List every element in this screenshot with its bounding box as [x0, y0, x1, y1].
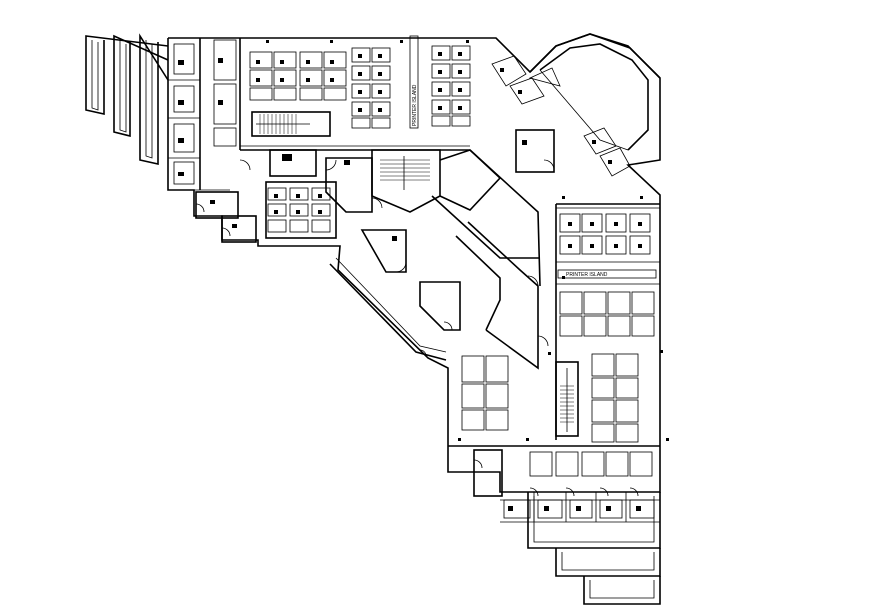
stair-center — [380, 156, 430, 190]
balcony-left — [85, 33, 169, 165]
workstation-cluster-c — [431, 45, 471, 127]
workstation-cluster-g — [591, 353, 639, 443]
workstation-cluster-b — [351, 47, 391, 129]
small-offices-bottom — [503, 499, 655, 519]
structural-columns — [266, 40, 669, 441]
workstation-cluster-h — [461, 355, 509, 431]
printer-island-right: PRINTER ISLAND — [557, 269, 657, 279]
printer-island-top-label: PRINTER ISLAND — [412, 84, 418, 126]
workstation-cluster-e — [559, 213, 651, 255]
balcony-bottom — [527, 492, 661, 605]
door-swings — [195, 159, 639, 497]
workstation-cluster-d — [267, 187, 331, 233]
furniture-marks — [178, 52, 642, 511]
stair-top — [256, 114, 310, 134]
stair-lower — [560, 368, 574, 432]
workstation-cluster-i — [529, 451, 653, 477]
workstation-cluster-f — [559, 291, 655, 337]
workstation-cluster-a — [249, 51, 347, 101]
private-offices-left — [173, 39, 237, 185]
printer-island-top: PRINTER ISLAND — [409, 35, 419, 129]
offices-angled-wing — [491, 55, 631, 177]
printer-island-right-label: PRINTER ISLAND — [566, 272, 608, 278]
